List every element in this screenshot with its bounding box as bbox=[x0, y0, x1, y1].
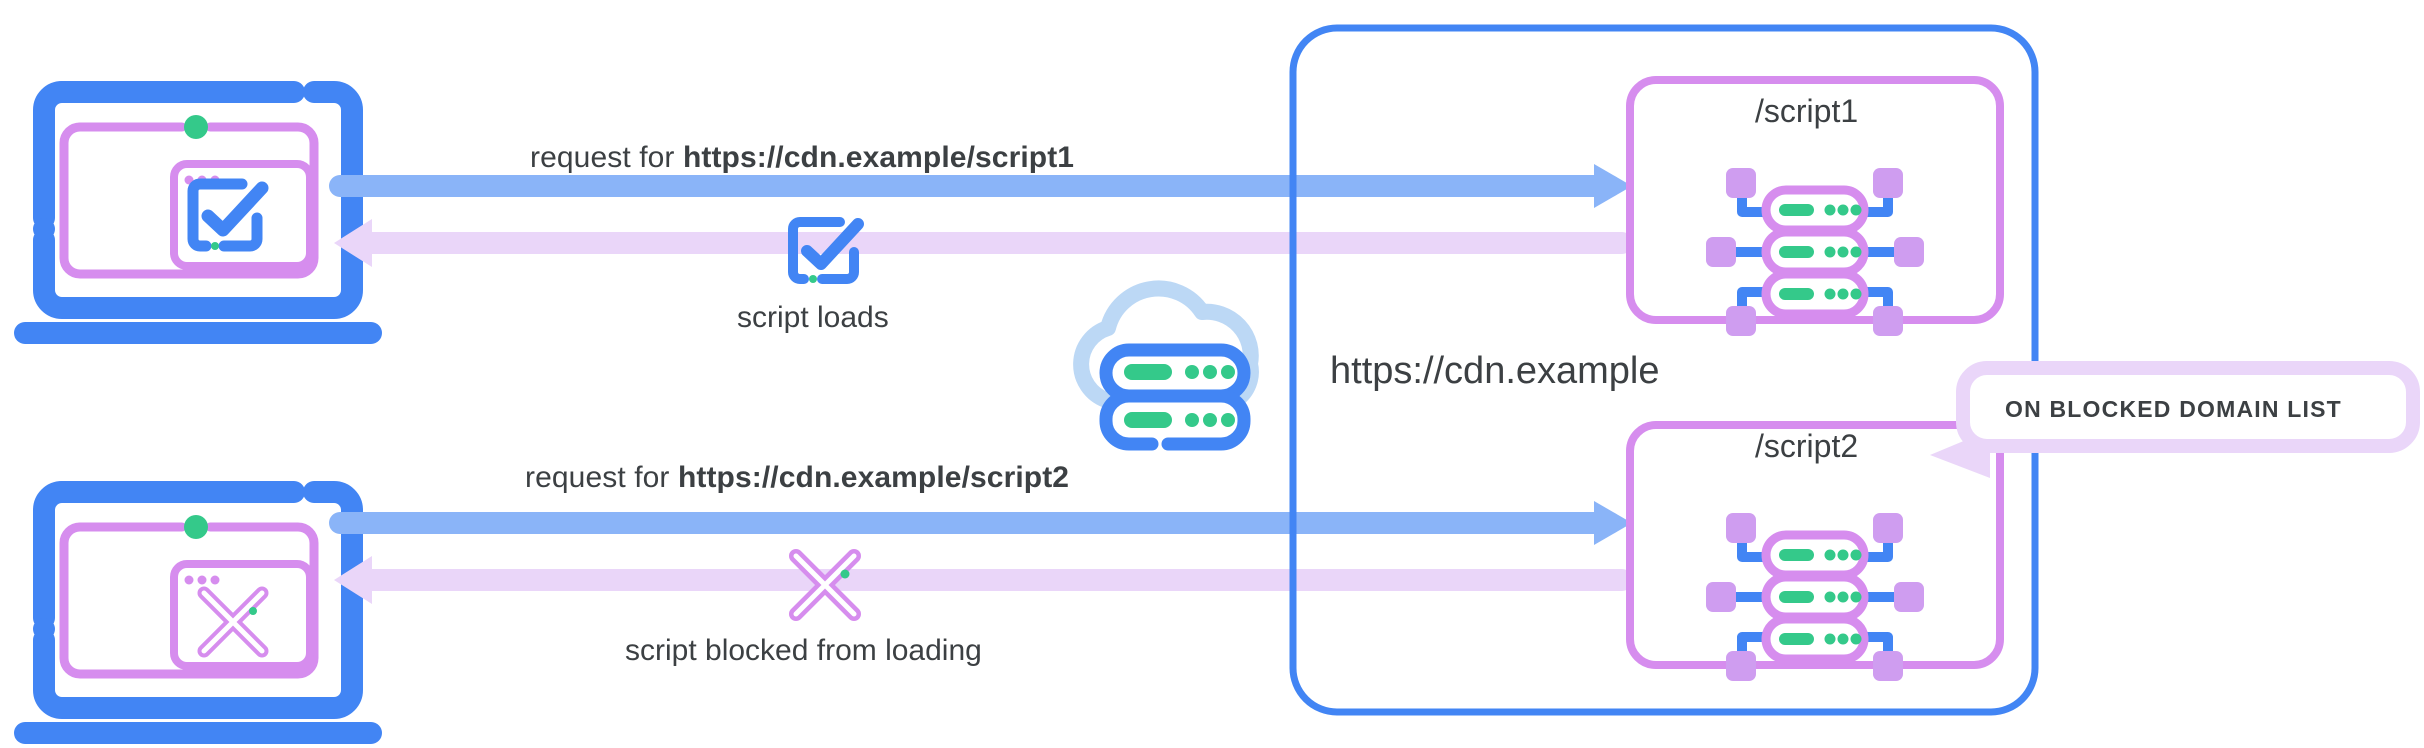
status-label-script2: script blocked from loading bbox=[625, 634, 982, 667]
blocked-domain-callout bbox=[1930, 361, 2420, 478]
response-arrow-script2 bbox=[334, 556, 1633, 604]
request-prefix-script2: request for bbox=[525, 461, 678, 494]
status-label-script1: script loads bbox=[737, 301, 889, 334]
client-laptop-script1 bbox=[14, 92, 382, 344]
request-label-script1: request for https://cdn.example/script1 bbox=[530, 143, 1074, 173]
checkbox-check-icon bbox=[187, 178, 269, 252]
client-laptop-script2 bbox=[14, 492, 382, 744]
blocked-domain-callout-text: ON BLOCKED DOMAIN LIST bbox=[2005, 396, 2342, 422]
request-url-script1: https://cdn.example/script1 bbox=[682, 141, 1075, 174]
x-cross-icon bbox=[197, 586, 269, 658]
response-arrow-script1 bbox=[334, 219, 1633, 267]
script1-label: /script1 bbox=[1755, 93, 1859, 129]
cdn-domain-label: https://cdn.example bbox=[1330, 350, 1660, 392]
request-arrow-script1 bbox=[329, 164, 1632, 208]
request-arrow-script2 bbox=[329, 501, 1632, 545]
request-prefix-script1: request for bbox=[530, 141, 683, 174]
checkbox-check-status-icon bbox=[788, 217, 864, 284]
request-label-script2: request for https://cdn.example/script2 bbox=[525, 463, 1069, 493]
x-cross-status-icon bbox=[789, 549, 861, 621]
request-url-script2: https://cdn.example/script2 bbox=[677, 461, 1070, 494]
script2-label: /script2 bbox=[1755, 428, 1859, 464]
cloud-server-icon bbox=[1073, 280, 1259, 451]
